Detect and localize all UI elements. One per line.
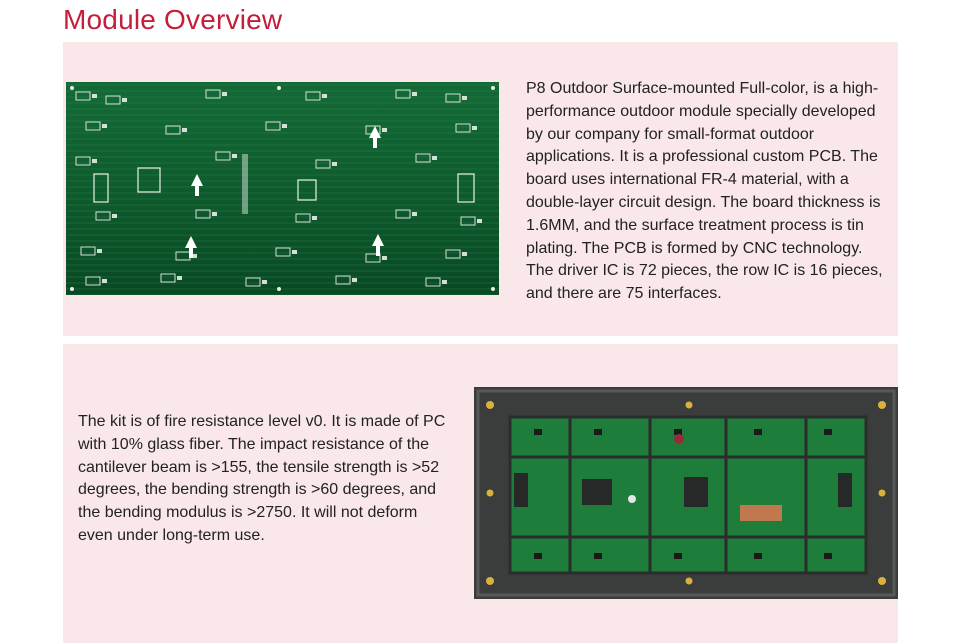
module-kit-description: The kit is of fire resistance level v0. …: [78, 413, 446, 544]
module-back-image: [474, 387, 898, 599]
module-pcb-section: P8 Outdoor Surface-mounted Full-color, i…: [63, 42, 898, 336]
page-title: Module Overview: [63, 4, 283, 35]
module-pcb-description: P8 Outdoor Surface-mounted Full-color, i…: [526, 80, 883, 303]
module-kit-section: The kit is of fire resistance level v0. …: [63, 344, 898, 643]
pcb-board-image: [66, 82, 499, 295]
